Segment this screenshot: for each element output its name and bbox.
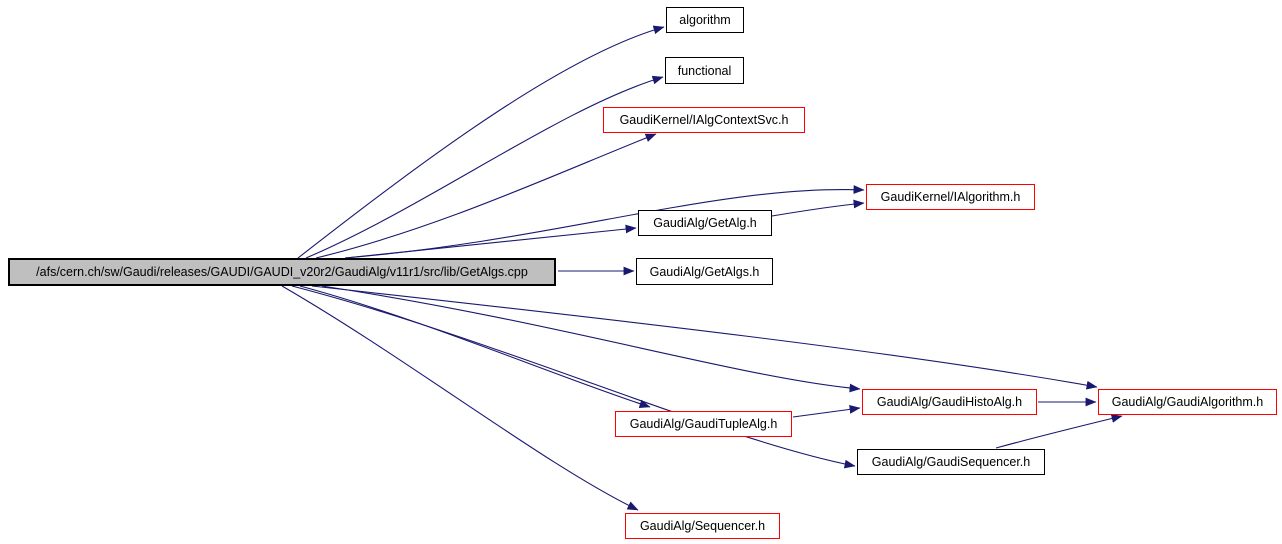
edge-getalgs-cpp-to-functional <box>305 75 664 259</box>
edge-gaudisequencer-h-to-gaudialgorithm-h <box>995 414 1123 449</box>
edge-gaudituplealg-h-to-gaudihistoalg-h <box>792 405 861 418</box>
edge-getalgs-cpp-to-getalg-h <box>344 224 637 259</box>
graph-node-algorithm[interactable]: algorithm <box>666 7 744 33</box>
graph-node-sequencer-h[interactable]: GaudiAlg/Sequencer.h <box>625 513 780 539</box>
edge-getalgs-cpp-to-gaudialgorithm-h <box>311 285 1098 390</box>
graph-node-gaudihistoalg-h[interactable]: GaudiAlg/GaudiHistoAlg.h <box>862 389 1037 415</box>
graph-node-getalgs-h[interactable]: GaudiAlg/GetAlgs.h <box>636 258 773 285</box>
edge-getalgs-cpp-to-ialgorithm-h <box>344 185 865 259</box>
edge-getalgs-cpp-to-gaudihistoalg-h <box>321 285 861 393</box>
graph-node-ialgorithm-h[interactable]: GaudiKernel/IAlgorithm.h <box>866 184 1035 210</box>
graph-node-gaudituplealg-h[interactable]: GaudiAlg/GaudiTupleAlg.h <box>615 411 792 437</box>
edge-getalgs-cpp-to-algorithm <box>297 25 665 259</box>
edge-getalgs-cpp-to-gaudisequencer-h <box>291 285 856 469</box>
graph-node-functional[interactable]: functional <box>665 57 744 84</box>
graph-node-gaudialgorithm-h[interactable]: GaudiAlg/GaudiAlgorithm.h <box>1098 389 1277 415</box>
edge-getalgs-cpp-to-sequencer-h <box>281 285 639 511</box>
graph-node-getalg-h[interactable]: GaudiAlg/GetAlg.h <box>638 210 772 236</box>
graph-node-gaudisequencer-h[interactable]: GaudiAlg/GaudiSequencer.h <box>857 449 1045 475</box>
edge-getalgs-cpp-to-gaudituplealg-h <box>299 285 651 408</box>
graph-node-getalgs-cpp: /afs/cern.ch/sw/Gaudi/releases/GAUDI/GAU… <box>8 258 556 286</box>
graph-node-ialgcontextsvc-h[interactable]: GaudiKernel/IAlgContextSvc.h <box>603 107 805 133</box>
edge-getalgs-cpp-to-ialgcontextsvc-h <box>315 133 657 259</box>
edge-getalg-h-to-ialgorithm-h <box>771 199 865 217</box>
